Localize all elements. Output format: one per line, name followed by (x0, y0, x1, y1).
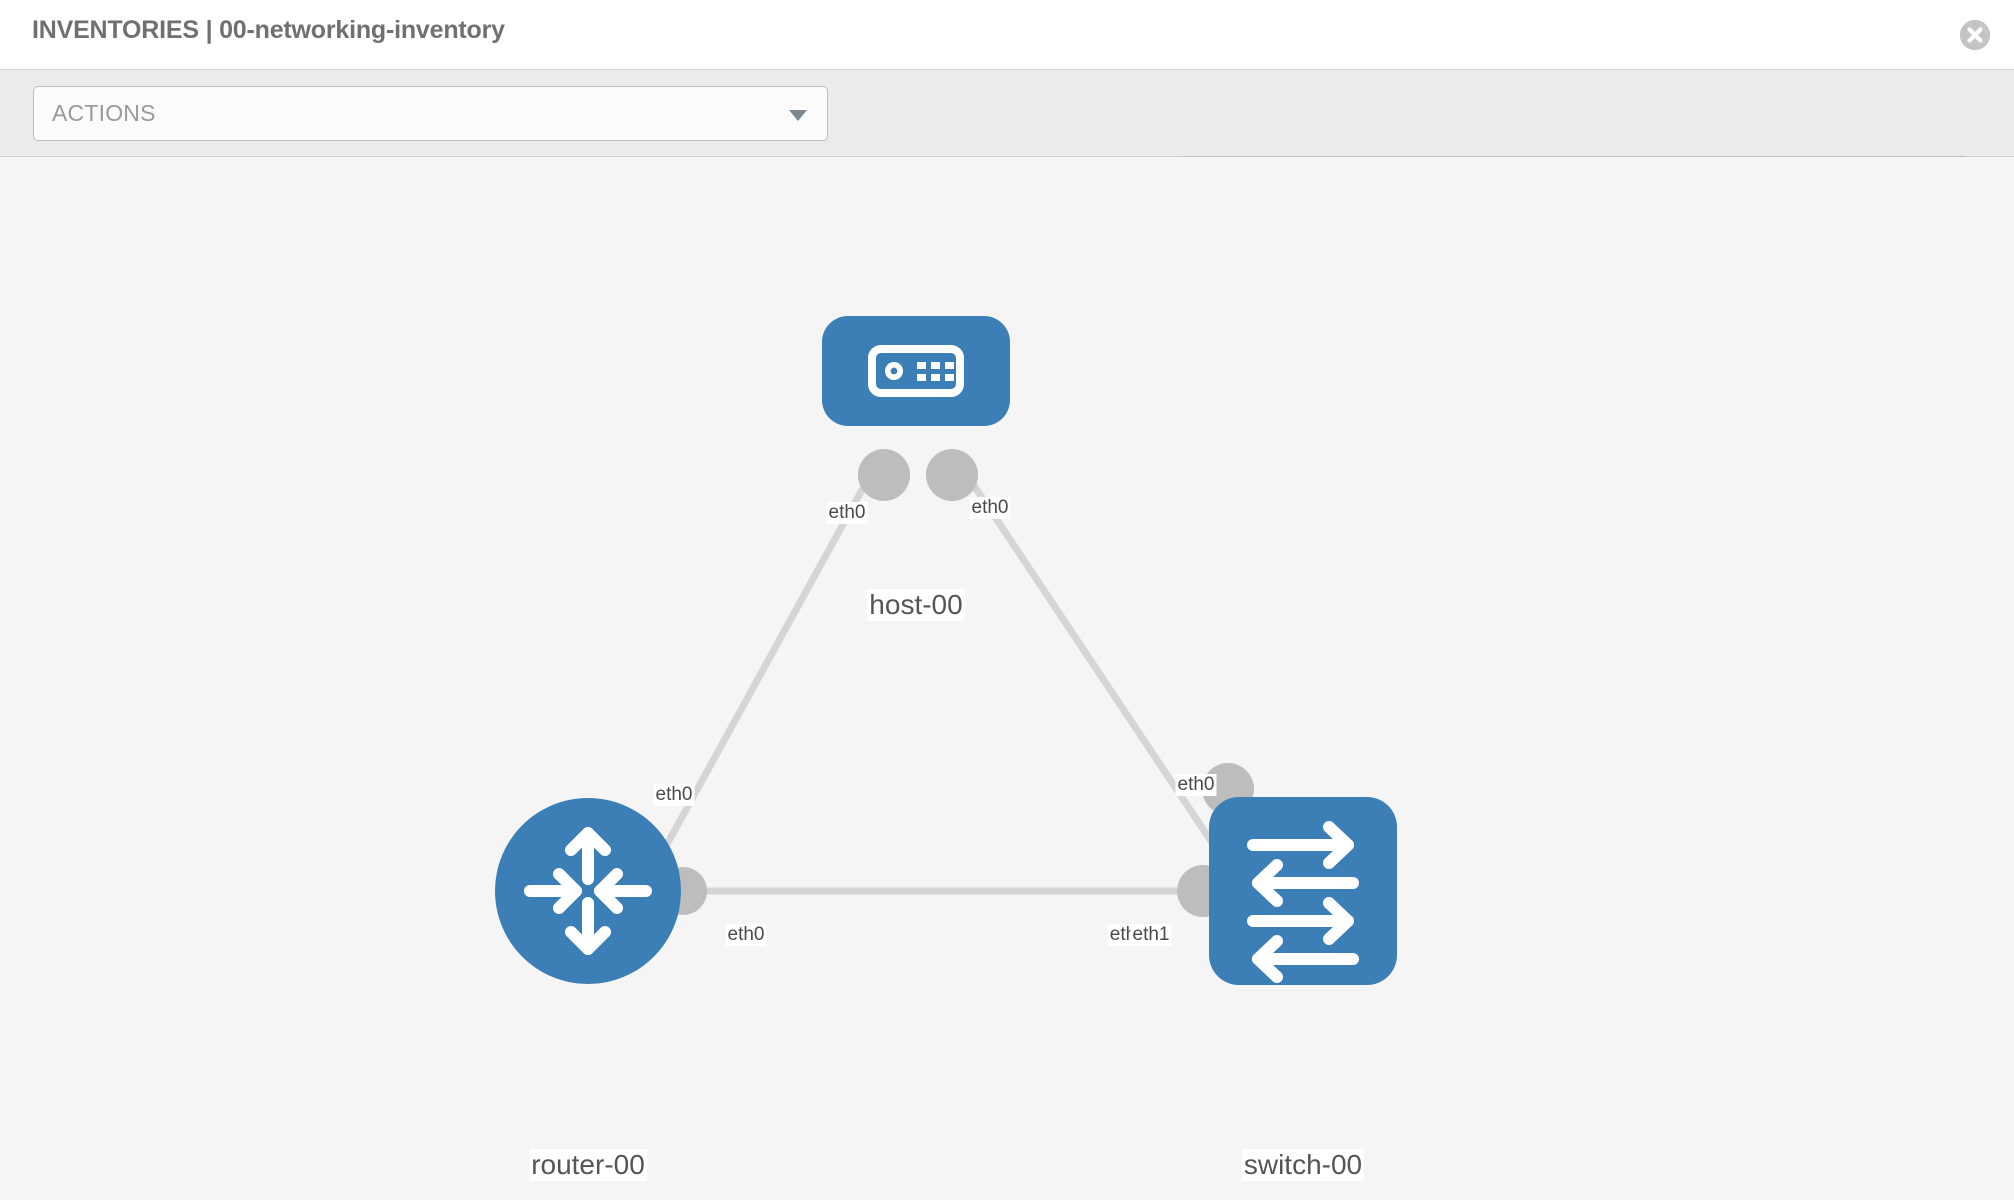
close-icon[interactable] (1960, 20, 1990, 50)
router-icon (524, 827, 652, 955)
server-icon (868, 345, 964, 397)
node-switch-00 (1209, 797, 1397, 985)
port-host00-right (926, 449, 978, 501)
actions-dropdown-label: ACTIONS (52, 100, 156, 126)
actions-dropdown[interactable]: ACTIONS (33, 86, 828, 141)
page-header: INVENTORIES | 00-networking-inventory (0, 0, 2014, 70)
link-host00-router00 (656, 455, 884, 859)
topology-graph (495, 316, 1397, 985)
topology-ports (659, 449, 1254, 917)
switch-icon (1247, 821, 1359, 983)
topology-links (656, 455, 1218, 895)
toolbar: ACTIONS SEARCH (0, 70, 2014, 211)
page-title: INVENTORIES | 00-networking-inventory (32, 16, 505, 44)
topology-canvas[interactable]: eth0 eth0 eth0 eth0 eth0 eth eth1 host-0… (0, 157, 2014, 1200)
chevron-down-icon (789, 110, 807, 121)
link-host00-switch00 (952, 455, 1218, 849)
port-host00-left (858, 449, 910, 501)
node-host-00 (822, 316, 1010, 426)
node-router-00 (495, 798, 681, 984)
